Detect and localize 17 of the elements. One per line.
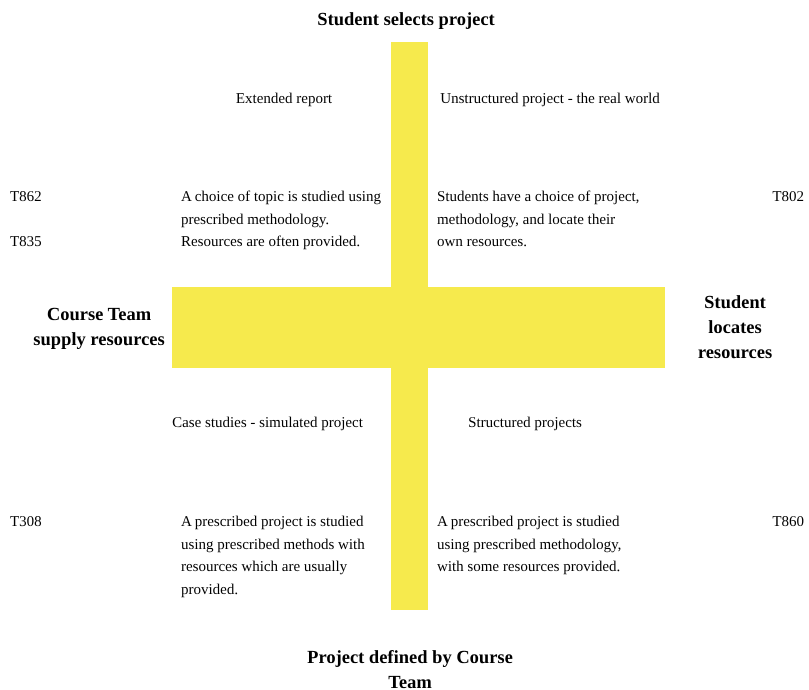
quadrant-description: A prescribed project is studied using prescribed methodology, with some resources provided. bbox=[437, 513, 622, 577]
course-code: T835 bbox=[10, 233, 43, 252]
course-code: T860 bbox=[771, 513, 804, 532]
course-code: T308 bbox=[10, 513, 43, 532]
axis-label: Course Team supply resources bbox=[32, 304, 166, 352]
quadrant-title: Unstructured project - the real world bbox=[439, 90, 661, 109]
course-code: T862 bbox=[10, 188, 43, 207]
quadrant-description: Students have a choice of project, methodology, and locate their own resources. bbox=[437, 188, 640, 252]
quadrant-description: A choice of topic is studied using prescribed methodology. Resources are often provided. bbox=[181, 188, 382, 252]
quadrant-title: Extended report bbox=[234, 90, 334, 109]
course-code: T802 bbox=[771, 188, 804, 207]
axis-label: Student locates resources bbox=[696, 292, 774, 365]
axis-label: Project defined by Course Team bbox=[306, 647, 514, 690]
quadrant-description: A prescribed project is studied using prescribed methods with resources which are usually provided. bbox=[181, 513, 366, 600]
quadrant-title: Case studies - simulated project bbox=[171, 414, 364, 433]
axis-label: Student selects project bbox=[316, 9, 496, 32]
quadrant-title: Structured projects bbox=[467, 414, 583, 433]
